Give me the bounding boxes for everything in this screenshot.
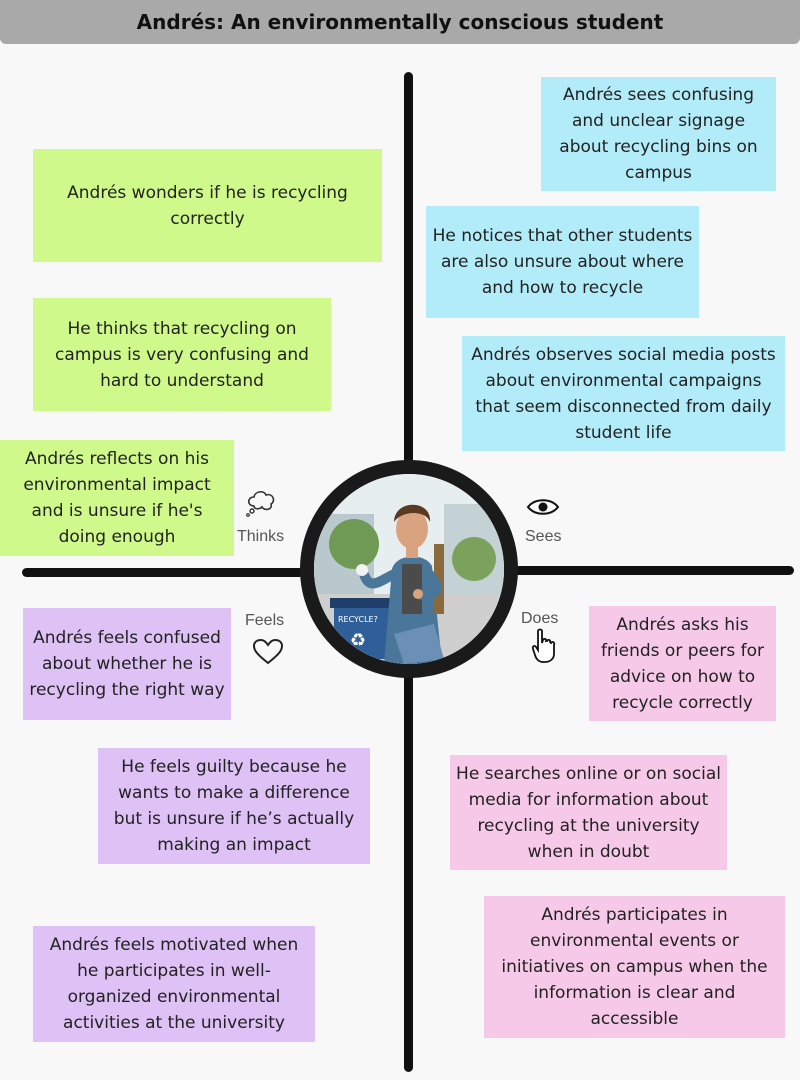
pointing-hand-icon [531, 628, 556, 663]
does-note-2: He searches online or on social media fo… [450, 755, 727, 870]
thinks-label: Thinks [237, 528, 285, 545]
does-label: Does [521, 610, 559, 627]
vertical-axis-bottom [404, 672, 413, 1072]
bin-text: RECYCLE? [338, 615, 378, 624]
svg-text:♻: ♻ [350, 630, 366, 651]
does-note-1: Andrés asks his friends or peers for adv… [589, 606, 776, 721]
student-image: RECYCLE? ♻ [314, 474, 504, 664]
feels-note-2: He feels guilty because he wants to make… [98, 748, 370, 864]
eye-icon [526, 499, 560, 515]
vertical-axis-top [404, 72, 413, 464]
thinks-note-1: Andrés wonders if he is recycling correc… [33, 149, 382, 262]
thinks-note-2: He thinks that recycling on campus is ve… [33, 298, 331, 411]
page-title: Andrés: An environmentally conscious stu… [136, 10, 664, 34]
title-bar: Andrés: An environmentally conscious stu… [0, 0, 800, 44]
heart-icon [252, 638, 284, 665]
feels-note-1: Andrés feels confused about whether he i… [23, 608, 231, 720]
horizontal-axis-right [514, 566, 794, 575]
sees-note-3: Andrés observes social media posts about… [462, 336, 785, 451]
feels-note-3: Andrés feels motivated when he participa… [33, 926, 315, 1042]
thought-bubble-icon [246, 491, 275, 517]
sees-note-1: Andrés sees confusing and unclear signag… [541, 77, 776, 191]
sees-label: Sees [525, 528, 562, 545]
sees-note-2: He notices that other students are also … [426, 206, 699, 318]
student-illustration: RECYCLE? ♻ [314, 474, 504, 664]
does-note-3: Andrés participates in environmental eve… [484, 896, 785, 1038]
horizontal-axis-left [22, 568, 304, 577]
thinks-note-3: Andrés reflects on his environmental imp… [0, 440, 234, 556]
feels-label: Feels [245, 612, 285, 629]
